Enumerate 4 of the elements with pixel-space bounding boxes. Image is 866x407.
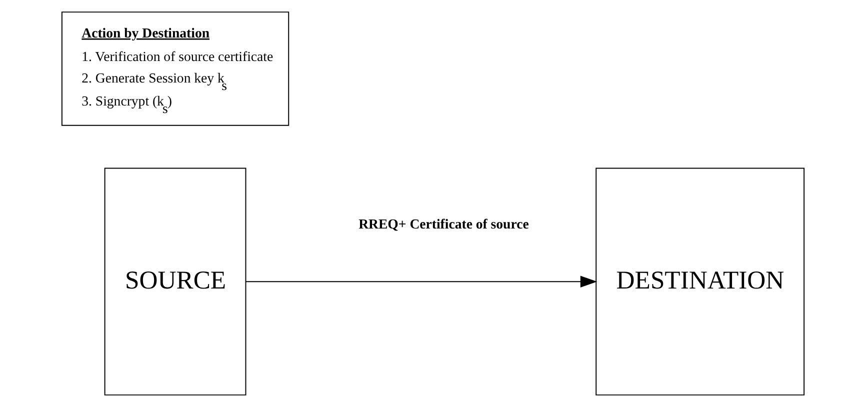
node-box: SOURCE: [104, 168, 246, 396]
arrow: [245, 276, 598, 288]
node-box: DESTINATION: [596, 168, 805, 396]
edge-label: RREQ+ Certificate of source: [358, 216, 529, 232]
